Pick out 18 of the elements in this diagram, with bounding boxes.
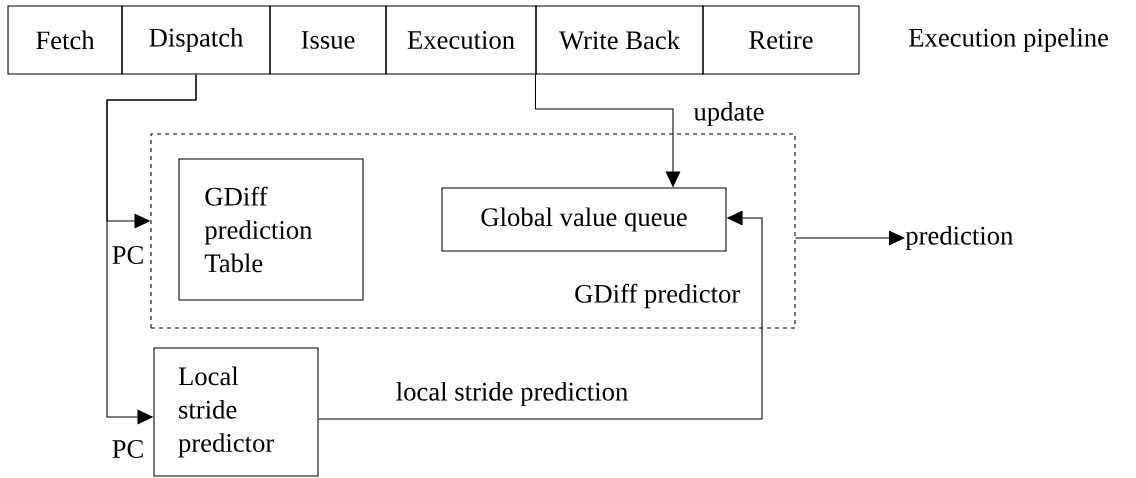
pipeline-stage-cell: Retire [702, 5, 860, 75]
arrow [318, 210, 763, 420]
block-box: Local stride predictor [153, 347, 319, 477]
output-text: prediction [905, 225, 1013, 251]
pipeline-stage-cell: Execution [385, 5, 537, 75]
block-box: GDiff prediction Table [178, 158, 364, 301]
arrow [106, 74, 197, 425]
edge-label: PC [110, 244, 146, 266]
pipeline-label: Execution pipeline [909, 27, 1109, 53]
pipeline-stage-cell: Write Back [535, 5, 704, 75]
edge-label: PC [110, 438, 146, 460]
block-box: Global value queue [441, 187, 727, 252]
edge-label: local stride prediction [394, 380, 630, 408]
pipeline-stage-cell: Fetch [7, 5, 123, 75]
edge-label: update [692, 100, 766, 128]
pipeline-stage-cell: Issue [269, 5, 387, 75]
arrow [795, 230, 905, 246]
pipeline-stage-cell: Dispatch [121, 5, 271, 75]
